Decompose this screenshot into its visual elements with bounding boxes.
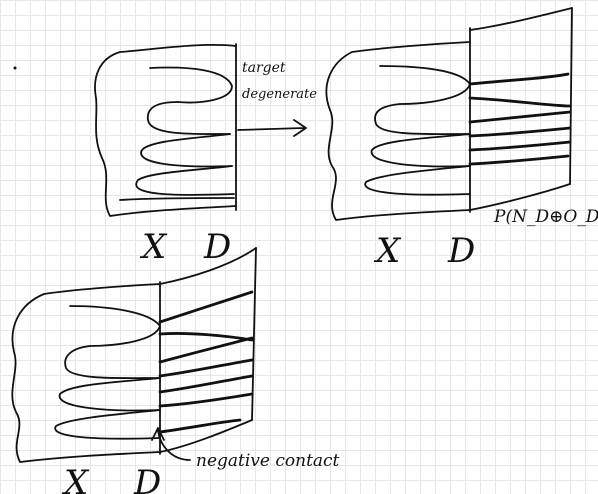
panel-bottom: negative contact X D (11, 247, 340, 494)
bundle-right-edge (251, 247, 257, 421)
leaf-curve-4 (135, 165, 235, 196)
region-x-outline (11, 283, 161, 463)
fiber-curve-6 (468, 154, 570, 166)
bundle-top-edge (469, 7, 573, 31)
leaf-curve-1 (149, 66, 233, 104)
stray-dot (13, 66, 17, 70)
leaf-curve-1 (69, 305, 161, 347)
fiber-curve-5 (158, 374, 254, 394)
annotation-target-degenerate: target degenerate (237, 60, 317, 137)
fiber-curve-4 (468, 126, 572, 138)
panel-top-left: X D (94, 43, 237, 267)
leaf-curve-5 (119, 197, 235, 201)
region-x-outline (94, 44, 237, 217)
annotation-degenerate: degenerate (242, 87, 317, 102)
fiber-curve-5 (468, 140, 572, 152)
fiber-curve-6 (158, 392, 254, 408)
arrow (237, 119, 307, 137)
bundle-bottom-edge (159, 419, 253, 453)
leaf-curve-2 (64, 345, 161, 380)
fiber-curve-7 (158, 418, 242, 434)
leaf-curve-4 (364, 165, 471, 196)
fiber-curve-4 (158, 358, 254, 378)
label-d: D (133, 463, 161, 494)
annotation-projectivization: P(N_D⊕O_D) (493, 207, 598, 227)
fiber-curve-3 (468, 110, 572, 124)
annotation-negative-contact: negative contact (196, 451, 340, 471)
fiber-curve-2 (158, 332, 254, 342)
panel-top-right: X D P(N_D⊕O_D) (325, 7, 598, 271)
fiber-curve-3 (158, 336, 254, 364)
bundle-top-edge (159, 247, 257, 285)
leaf-curve-2 (147, 101, 231, 135)
leaf-curve-3 (140, 133, 233, 168)
bundle-bottom-edge (469, 183, 571, 211)
label-d: D (447, 231, 475, 271)
fiber-curve-1 (468, 72, 570, 86)
fiber-curve-1 (158, 290, 254, 324)
annotation-target: target (242, 60, 286, 76)
leaf-curve-3 (370, 133, 471, 168)
label-x: X (61, 463, 90, 494)
leaf-curve-3 (58, 377, 161, 412)
leaf-curve-4 (54, 409, 161, 440)
label-x: X (139, 227, 168, 267)
label-x: X (373, 231, 402, 271)
negative-contact-pointer (151, 427, 191, 461)
region-x-outline (325, 41, 471, 221)
label-d: D (203, 227, 231, 267)
leaf-curve-2 (374, 103, 471, 136)
bundle-right-edge (569, 7, 573, 185)
leaf-curve-1 (379, 65, 471, 105)
fiber-curve-2 (468, 96, 572, 108)
